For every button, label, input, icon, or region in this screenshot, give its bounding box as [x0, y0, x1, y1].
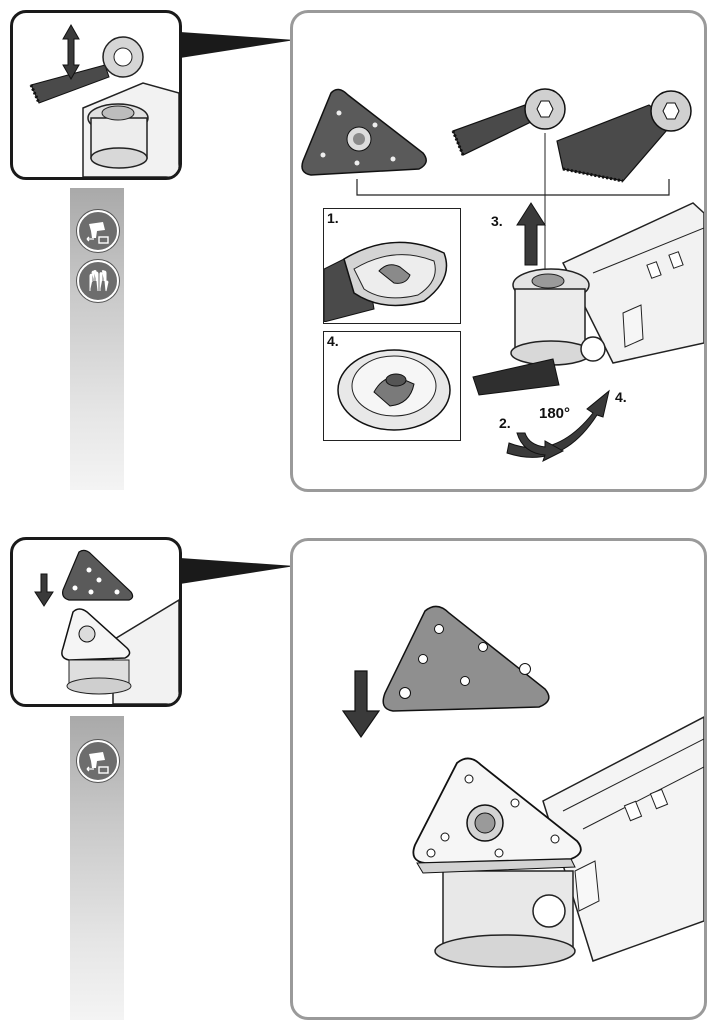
thumbnail-illustration: [29, 23, 179, 177]
remove-battery-icon: [77, 740, 119, 782]
thumbnail-blade-change: [10, 10, 182, 180]
instruction-panel-blade: 1. 4. 3. 2. 4. 180°: [290, 10, 707, 492]
blade-change-illustration: [301, 88, 704, 462]
thumbnail-sanding-plate: [10, 537, 182, 707]
inset-step-4: [323, 331, 461, 441]
inset-step-1: [323, 208, 461, 324]
callout-wedge: [180, 558, 295, 584]
thumbnail-illustration: [34, 549, 179, 704]
multi-tool-body: [510, 202, 704, 366]
delta-sanding-plate: [412, 757, 582, 874]
sanding-sheet: [382, 605, 550, 712]
delta-sanding-plate: [301, 88, 427, 176]
step-2-label: 2.: [499, 415, 511, 431]
wide-blade: [556, 90, 692, 183]
remove-battery-icon: [77, 210, 119, 252]
step-4-label: 4.: [615, 389, 627, 405]
arrow-down-icon: [341, 670, 381, 739]
arrow-up-icon: [516, 202, 546, 266]
step-3-label: 3.: [491, 213, 503, 229]
sanding-plate-illustration: [341, 605, 704, 968]
multi-tool-body: [434, 716, 704, 968]
plunge-cut-blade: [451, 88, 566, 156]
inset-step-1-label: 1.: [327, 210, 339, 226]
rotation-angle-label: 180°: [539, 405, 571, 422]
inset-step-4-label: 4.: [327, 333, 339, 349]
rotate-arrow-icon: [506, 389, 610, 458]
wear-gloves-icon: [77, 260, 119, 302]
rotate-arrow-small-icon: [516, 432, 565, 462]
instruction-panel-sanding: [290, 538, 707, 1020]
callout-wedge: [180, 32, 295, 58]
